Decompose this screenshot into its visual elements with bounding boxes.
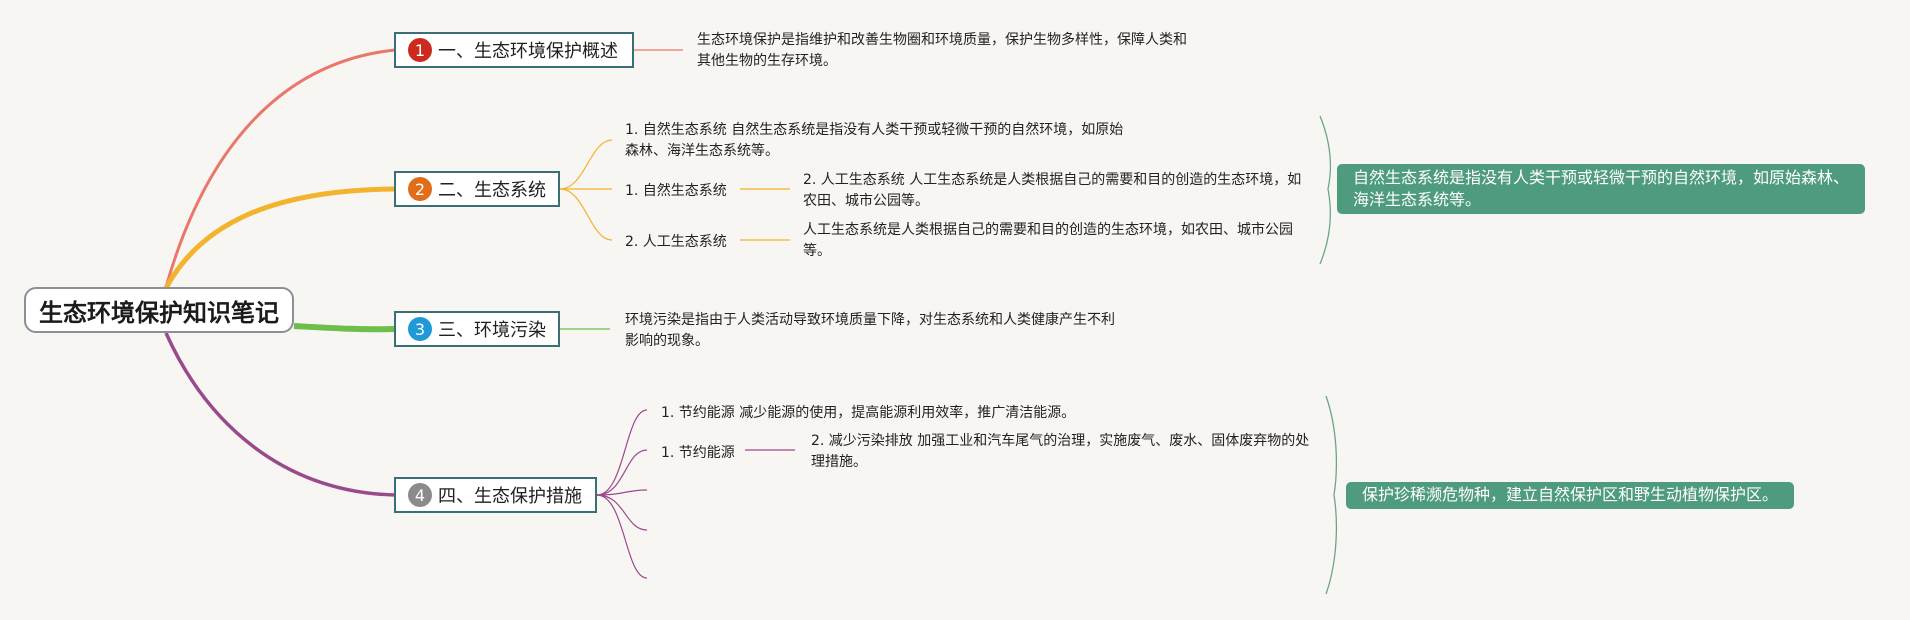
branch-node-4[interactable]: 4 四、生态保护措施	[394, 477, 597, 513]
branch-node-3[interactable]: 3 三、环境污染	[394, 311, 560, 347]
branch-2-item-1[interactable]: 1. 自然生态系统 自然生态系统是指没有人类干预或轻微干预的自然环境，如原始森林…	[625, 122, 1124, 159]
branch-4-item-1[interactable]: 1. 节约能源 减少能源的使用，提高能源利用效率，推广清洁能源。	[661, 405, 1076, 421]
connector-fan-2	[559, 139, 790, 241]
connector-branch-3	[293, 323, 396, 333]
brace-2	[1319, 115, 1332, 265]
branch-node-1[interactable]: 1 一、生态环境保护概述	[394, 32, 634, 68]
branch-label: 二、生态系统	[438, 180, 546, 201]
connector-branch-1	[164, 48, 396, 288]
branch-label: 四、生态保护措施	[438, 486, 582, 507]
branch-label: 三、环境污染	[438, 320, 546, 341]
branch-2-item-3-detail[interactable]: 人工生态系统是人类根据自己的需要和目的创造的生态环境，如农田、城市公园等。	[803, 222, 1293, 259]
branch-number-badge: 3	[408, 317, 432, 341]
connector-fan-4	[596, 409, 795, 579]
branch-node-2[interactable]: 2 二、生态系统	[394, 171, 560, 207]
connector-branch-4	[164, 332, 396, 497]
connector-branch-2	[163, 186, 396, 290]
branch-number-badge: 1	[408, 38, 432, 62]
branch-number-badge: 4	[408, 483, 432, 507]
root-node[interactable]: 生态环境保护知识笔记	[24, 287, 294, 333]
branch-2-summary-callout[interactable]: 自然生态系统是指没有人类干预或轻微干预的自然环境，如原始森林、海洋生态系统等。	[1337, 164, 1865, 214]
branch-4-summary-callout[interactable]: 保护珍稀濒危物种，建立自然保护区和野生动植物保护区。	[1346, 482, 1794, 509]
branch-2-item-2[interactable]: 1. 自然生态系统	[625, 183, 727, 199]
branch-2-item-3[interactable]: 2. 人工生态系统	[625, 234, 727, 250]
branch-2-item-2-detail[interactable]: 2. 人工生态系统 人工生态系统是人类根据自己的需要和目的创造的生态环境，如农田…	[803, 172, 1302, 209]
brace-4	[1325, 395, 1338, 595]
branch-3-description: 环境污染是指由于人类活动导致环境质量下降，对生态系统和人类健康产生不利影响的现象…	[625, 312, 1115, 349]
branch-4-item-2-detail[interactable]: 2. 减少污染排放 加强工业和汽车尾气的治理，实施废气、废水、固体废弃物的处理措…	[811, 433, 1310, 470]
root-title: 生态环境保护知识笔记	[39, 298, 279, 327]
branch-4-item-2[interactable]: 1. 节约能源	[661, 445, 735, 461]
branch-number-badge: 2	[408, 177, 432, 201]
branch-1-description: 生态环境保护是指维护和改善生物圈和环境质量，保护生物多样性，保障人类和其他生物的…	[697, 32, 1187, 69]
branch-label: 一、生态环境保护概述	[438, 41, 618, 62]
